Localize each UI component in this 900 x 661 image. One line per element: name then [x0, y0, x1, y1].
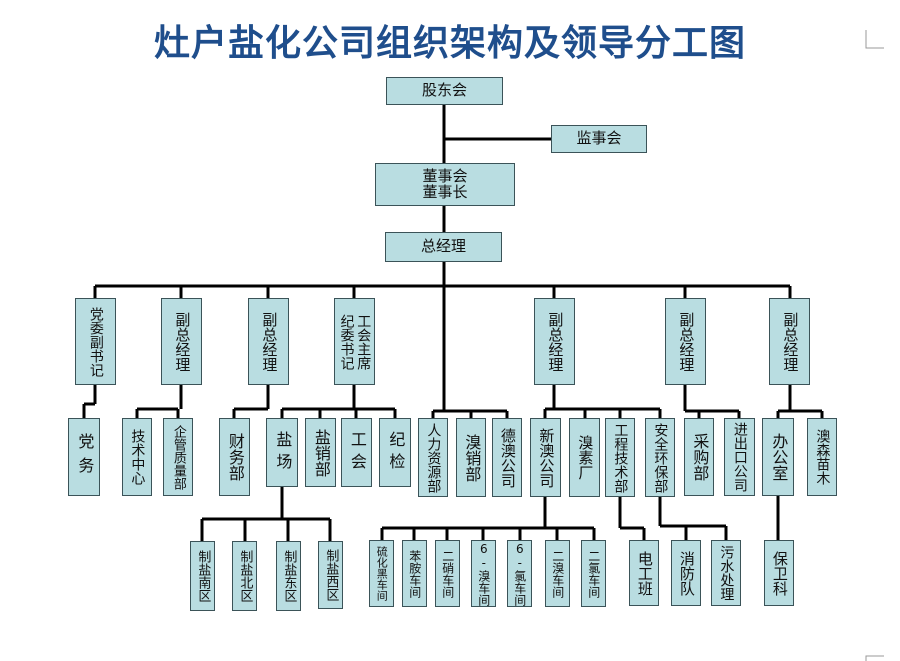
security-section-box: 保卫科 [764, 540, 794, 606]
purchase-box: 采购部 [684, 418, 714, 496]
finance-box: 财务部 [219, 418, 250, 496]
fire-brigade-box: 消防队 [671, 540, 701, 606]
salt-west-box: 制盐西区 [318, 541, 343, 609]
vgm2-box: 副总经理 [248, 298, 289, 385]
salt-sales-box: 盐销部 [305, 418, 336, 487]
workshop-dinitro-box: 二硝车间 [435, 540, 460, 607]
shareholders-box: 股东会 [386, 77, 503, 105]
workshop-6-bromo-box: 6-溴车间 [471, 540, 496, 607]
workshop-dichloro-box: 二氯车间 [581, 540, 606, 607]
workshop-6-chloro-box: 6-氯车间 [507, 540, 532, 607]
xinao-box: 新澳公司 [530, 418, 561, 497]
tech-center-box: 技术中心 [122, 418, 152, 496]
discipline-secretary-label: 纪委书记 [338, 313, 355, 370]
electrician-team-box: 电工班 [629, 540, 659, 606]
bromine-plant-box: 溴素厂 [569, 418, 600, 497]
safety-box: 安全环保部 [645, 418, 675, 497]
party-affairs-box: 党务 [68, 418, 100, 496]
quality-box: 企管质量部 [163, 418, 193, 496]
workshop-dibromo-box: 二溴车间 [545, 540, 570, 607]
union-chair-label: 工会主席 [355, 313, 372, 370]
party-deputy-box: 党委副书记 [75, 298, 116, 385]
union-discipline-box: 工会主席 纪委书记 [334, 298, 375, 385]
board-line1: 董事会 [422, 166, 468, 185]
salt-east-box: 制盐东区 [276, 541, 301, 611]
bromine-sales-box: 溴销部 [456, 418, 486, 497]
hr-box: 人力资源部 [418, 418, 448, 497]
gm-box: 总经理 [385, 232, 502, 262]
page-title: 灶户盐化公司组织架构及领导分工图 [153, 23, 746, 64]
vgm3-box: 副总经理 [534, 298, 575, 385]
union-box: 工会 [341, 418, 372, 487]
vgm1-box: 副总经理 [161, 298, 202, 385]
import-export-box: 进出口公司 [724, 418, 755, 496]
aosen-box: 澳森苗木 [807, 418, 837, 496]
engineering-box: 工程技术部 [605, 418, 635, 497]
office-box: 办公室 [762, 418, 794, 496]
workshop-sulfur-black-box: 硫化黑车间 [369, 540, 394, 607]
supervisors-box: 监事会 [551, 125, 647, 153]
vgm5-box: 副总经理 [769, 298, 810, 385]
debromo-box: 德澳公司 [492, 418, 522, 497]
sewage-box: 污水处理 [711, 540, 741, 606]
salt-field-box: 盐场 [266, 418, 298, 487]
salt-south-box: 制盐南区 [190, 541, 215, 611]
workshop-aniline-box: 苯胺车间 [402, 540, 427, 607]
salt-north-box: 制盐北区 [232, 541, 257, 611]
board-line2: 董事长 [422, 182, 468, 201]
vgm4-box: 副总经理 [665, 298, 706, 385]
board-box: 董事会 董事长 [375, 163, 515, 206]
discipline-box: 纪检 [379, 418, 411, 487]
